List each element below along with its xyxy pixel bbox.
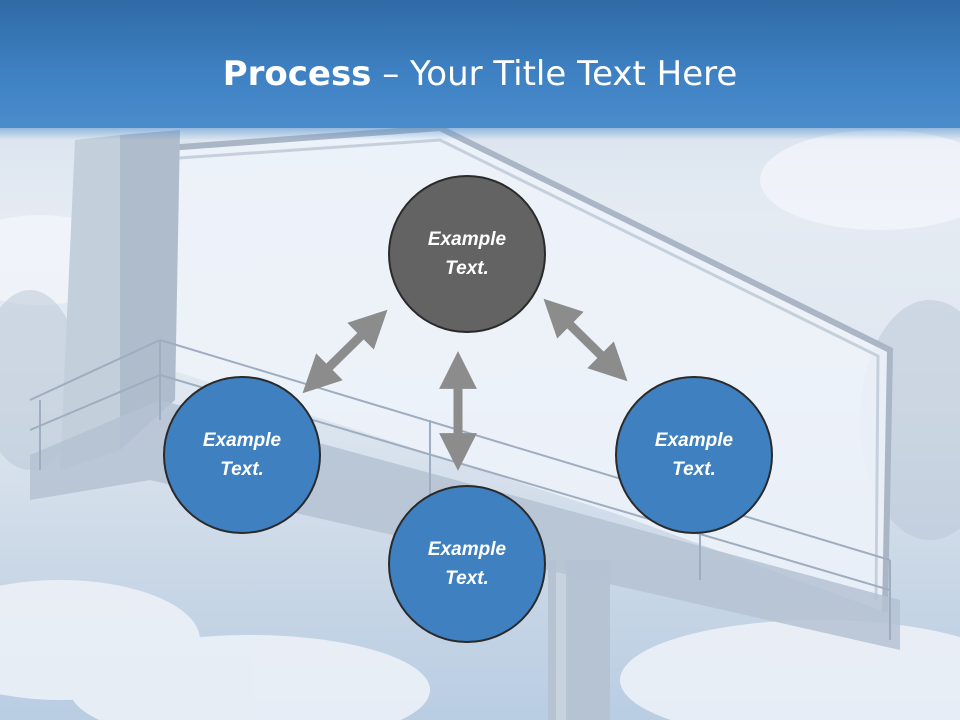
- node-bottom-label: Example Text.: [397, 535, 537, 593]
- title-bar-fade: [0, 118, 960, 140]
- node-top-label: Example Text.: [397, 225, 537, 283]
- node-left-circle: [163, 376, 321, 534]
- node-top-circle: [388, 175, 546, 333]
- title-bold: Process: [222, 54, 372, 94]
- arrow-top-right: [543, 298, 628, 382]
- node-left-label: Example Text.: [172, 426, 312, 484]
- node-bottom-line2: Text.: [445, 568, 489, 589]
- slide-title: Process – Your Title Text Here: [0, 52, 960, 96]
- title-rest: – Your Title Text Here: [371, 54, 738, 94]
- arrow-top-left: [302, 309, 388, 394]
- node-right-line2: Text.: [672, 459, 716, 480]
- node-left-line1: Example: [202, 430, 282, 451]
- node-bottom-line1: Example: [427, 539, 507, 560]
- node-right-line1: Example: [654, 430, 734, 451]
- node-right-circle: [615, 376, 773, 534]
- node-top-line1: Example: [427, 229, 507, 250]
- title-bar: [0, 0, 960, 128]
- node-right-label: Example Text.: [624, 426, 764, 484]
- node-top-line2: Text.: [445, 258, 489, 279]
- node-bottom-circle: [388, 485, 546, 643]
- node-left-line2: Text.: [220, 459, 264, 480]
